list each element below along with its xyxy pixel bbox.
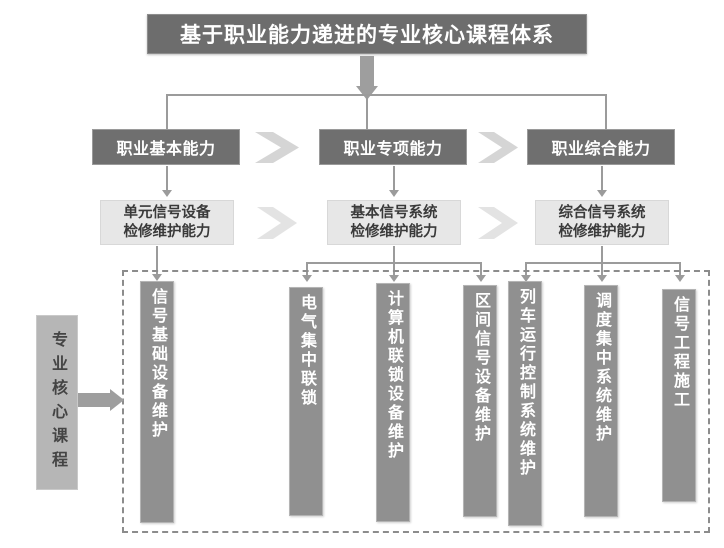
capability-level-1[interactable]: 职业基本能力 (92, 129, 240, 165)
capability-detail-3[interactable]: 综合信号系统 检修维护能力 (535, 200, 669, 245)
link-l2-l3-1 (166, 166, 168, 192)
chevron-right-icon-2 (476, 130, 524, 165)
capability-detail-1[interactable]: 单元信号设备 检修维护能力 (100, 200, 234, 245)
arrowhead-course-7 (675, 275, 685, 282)
chevron-right-icon-4 (474, 203, 526, 243)
capability-level-2[interactable]: 职业专项能力 (319, 129, 467, 165)
course-box-4[interactable]: 区间信号设备维护 (463, 285, 497, 517)
capability-level-3[interactable]: 职业综合能力 (527, 129, 675, 165)
capability-detail-1-line1: 单元信号设备 (123, 204, 211, 221)
branch-g3-bus (525, 262, 680, 264)
capability-detail-2[interactable]: 基本信号系统 检修维护能力 (327, 200, 461, 245)
bus-drop-right (605, 94, 607, 129)
capability-detail-2-line2: 检修维护能力 (350, 223, 438, 240)
diagram-title: 基于职业能力递进的专业核心课程体系 (147, 14, 587, 54)
branch-g1-drop (156, 246, 158, 278)
capability-detail-3-line1: 综合信号系统 (558, 204, 646, 221)
link-l2-l3-3 (601, 166, 603, 192)
bus-drop-center (366, 94, 368, 129)
arrowhead-course-6 (597, 275, 607, 282)
arrowhead-l3-1 (162, 190, 172, 197)
arrowhead-course-5 (521, 275, 531, 282)
core-course-area (122, 270, 710, 533)
arrowhead-l3-2 (389, 190, 399, 197)
branch-g3-trunk (601, 246, 603, 263)
course-box-2[interactable]: 电气集中联锁 (289, 287, 323, 516)
bus-drop-left (166, 94, 168, 129)
course-box-7[interactable]: 信号工程施工 (662, 289, 696, 502)
capability-detail-3-line2: 检修维护能力 (558, 223, 646, 240)
arrowhead-course-4 (476, 275, 486, 282)
arrowhead-course-2 (302, 275, 312, 282)
capability-detail-2-line1: 基本信号系统 (350, 204, 438, 221)
link-l2-l3-2 (393, 166, 395, 192)
bus-horizontal-level2 (166, 94, 606, 96)
arrowhead-l3-3 (597, 190, 607, 197)
course-box-5[interactable]: 列车运行控制系统维护 (508, 281, 542, 526)
arrowhead-course-3 (389, 275, 399, 282)
chevron-right-icon-3 (251, 203, 307, 243)
side-label-core-courses: 专业核心课程 (36, 315, 78, 490)
capability-detail-1-line2: 检修维护能力 (123, 223, 211, 240)
chevron-right-icon-1 (251, 130, 309, 165)
course-box-6[interactable]: 调度集中系统维护 (584, 285, 618, 517)
course-box-1[interactable]: 信号基础设备维护 (140, 281, 174, 523)
course-box-3[interactable]: 计算机联锁设备维护 (376, 283, 410, 522)
branch-g2-trunk (393, 246, 395, 263)
arrowhead-course-1 (152, 274, 162, 281)
